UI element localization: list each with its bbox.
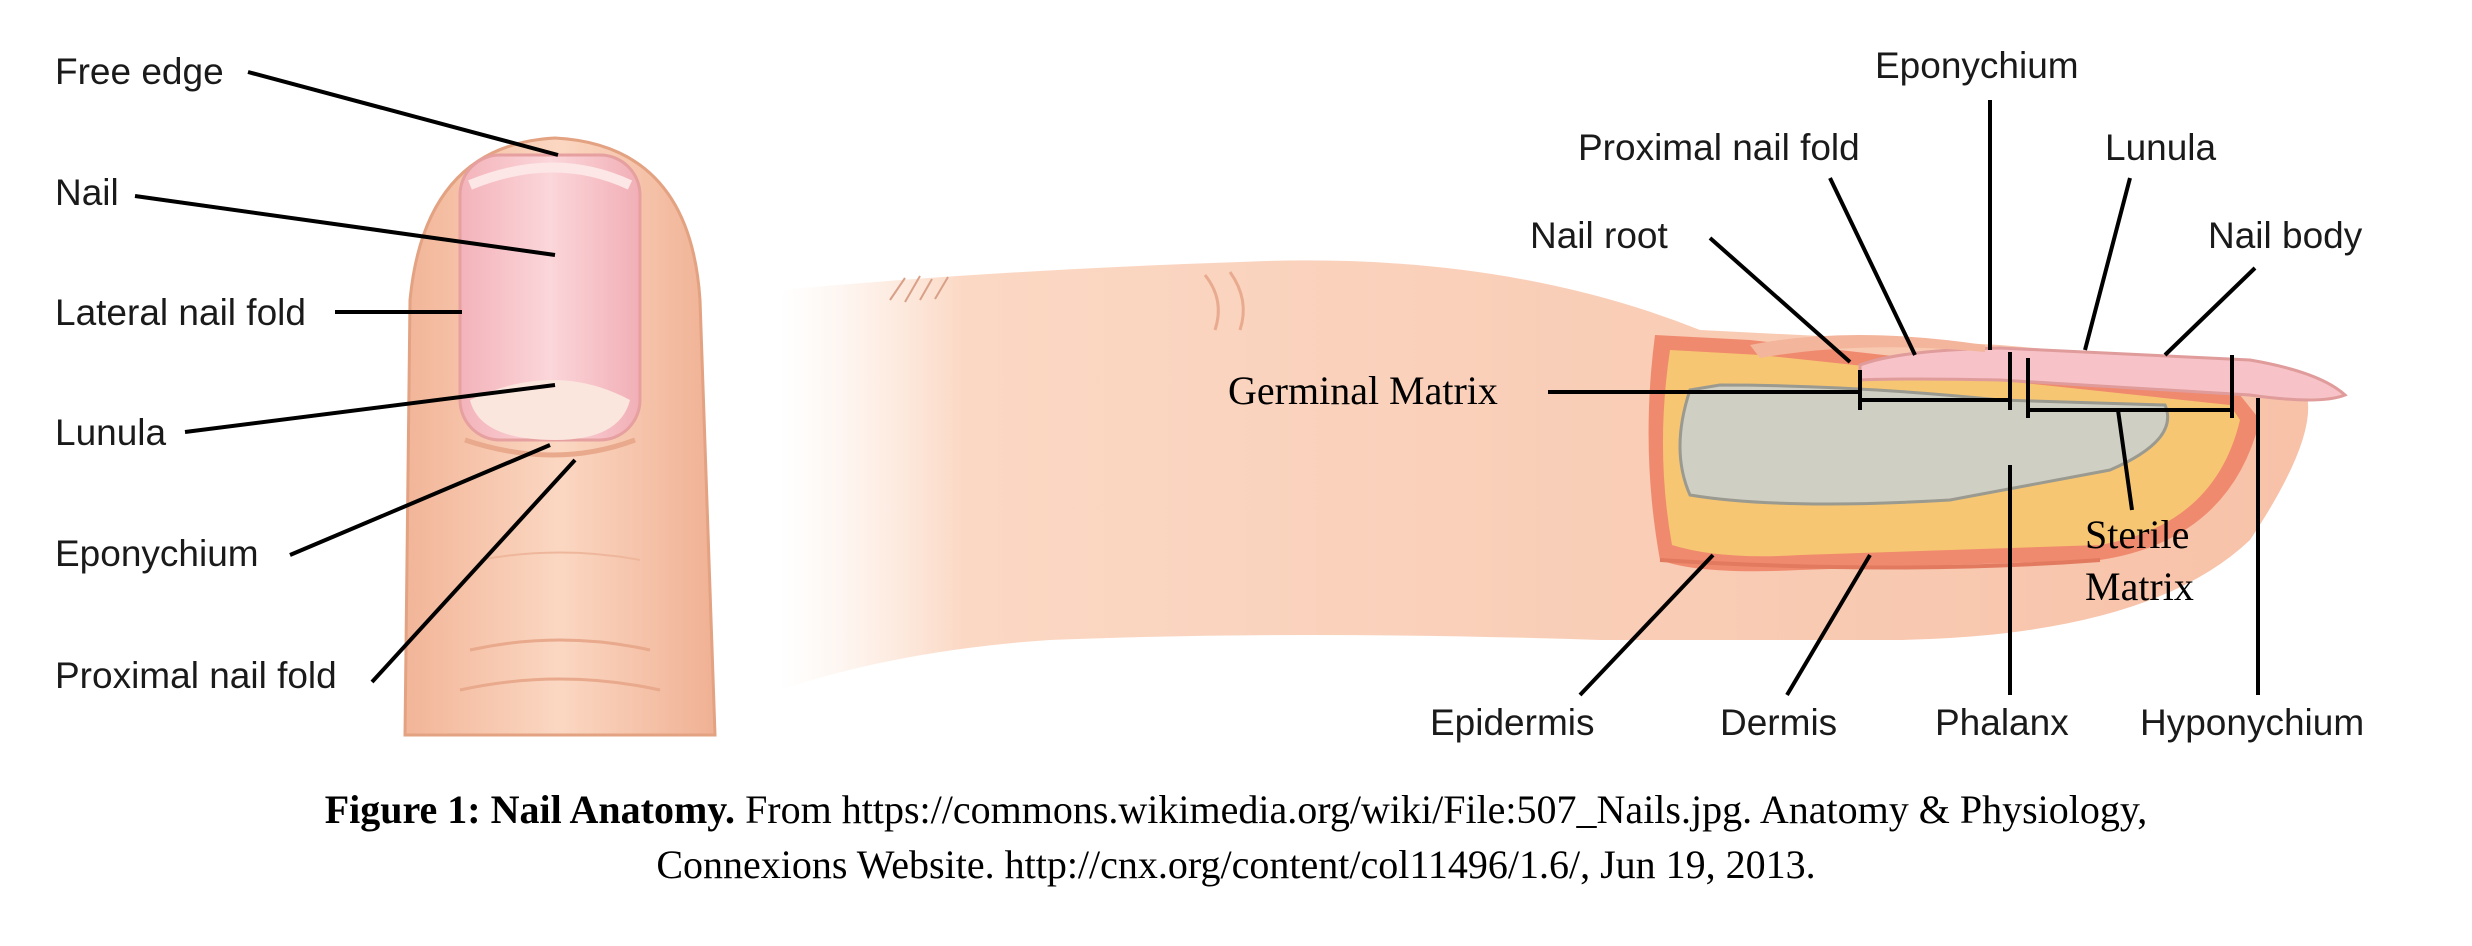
- label-nail-body: Nail body: [2208, 215, 2363, 256]
- caption-title: Figure 1: Nail Anatomy.: [324, 787, 736, 832]
- label-eponychium-left: Eponychium: [55, 533, 259, 574]
- left-leader-lines: [134, 70, 577, 684]
- label-lunula-left: Lunula: [55, 412, 167, 453]
- thumb-top-view: [403, 136, 717, 737]
- finger-side-view: [780, 260, 2348, 690]
- label-sterile-matrix-line1: Sterile: [2085, 512, 2189, 557]
- label-dermis: Dermis: [1720, 702, 1837, 743]
- caption-source: From https://commons.wikimedia.org/wiki/…: [735, 787, 2148, 832]
- label-nail: Nail: [55, 172, 119, 213]
- label-sterile-matrix-line2: Matrix: [2085, 564, 2194, 609]
- nail-plate: [458, 153, 642, 442]
- caption-line-2: Connexions Website. http://cnx.org/conte…: [656, 842, 1816, 887]
- label-germinal-matrix: Germinal Matrix: [1228, 368, 1498, 413]
- label-proximal-nail-fold-right: Proximal nail fold: [1578, 127, 1860, 168]
- nail-plate-side: [1858, 346, 2348, 402]
- label-proximal-nail-fold-left: Proximal nail fold: [55, 655, 337, 696]
- label-free-edge: Free edge: [55, 51, 224, 92]
- label-nail-root: Nail root: [1530, 215, 1668, 256]
- caption-line-1: Figure 1: Nail Anatomy. From https://com…: [0, 782, 2472, 837]
- lunula-shape: [470, 380, 630, 440]
- label-lateral-nail-fold: Lateral nail fold: [55, 292, 306, 333]
- label-epidermis: Epidermis: [1430, 702, 1595, 743]
- left-labels: Free edge Nail Lateral nail fold Lunula …: [55, 51, 337, 696]
- right-labels: Eponychium Proximal nail fold Lunula Nai…: [1228, 45, 2364, 743]
- figure-caption: Figure 1: Nail Anatomy. From https://com…: [0, 782, 2472, 892]
- right-leader-lines: [1548, 100, 2260, 697]
- label-lunula-right: Lunula: [2105, 127, 2217, 168]
- label-hyponychium: Hyponychium: [2140, 702, 2364, 743]
- phalanx-bone: [1678, 383, 2170, 506]
- label-eponychium-right: Eponychium: [1875, 45, 2079, 86]
- label-phalanx: Phalanx: [1935, 702, 2069, 743]
